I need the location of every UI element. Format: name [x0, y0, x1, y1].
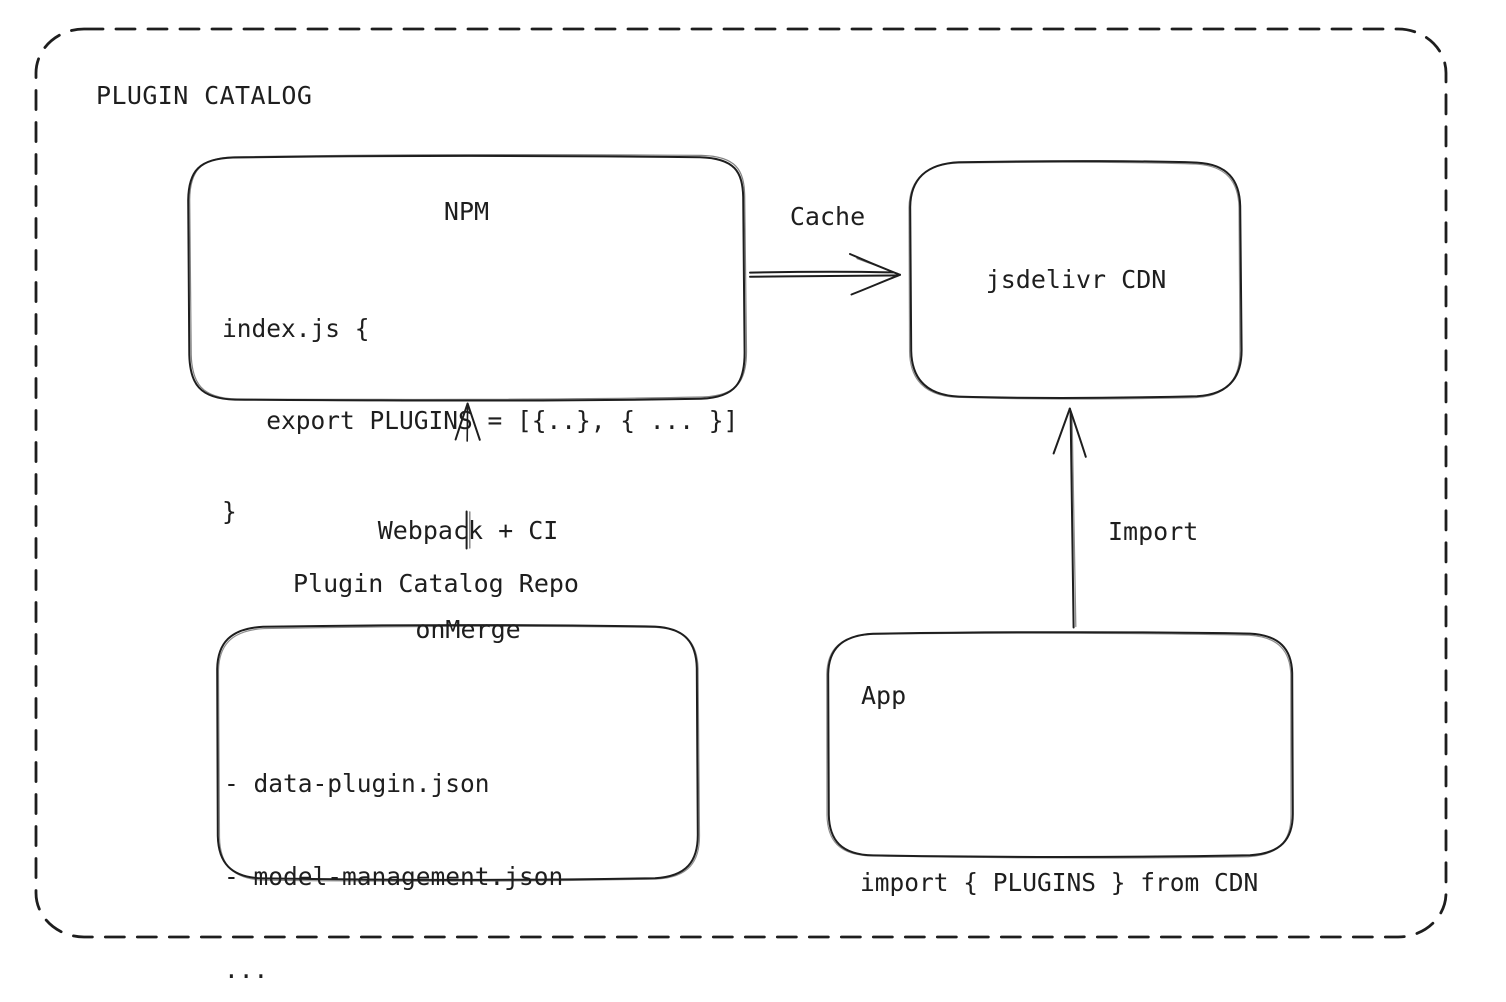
npm-node-title: NPM	[443, 197, 490, 226]
diagram-title: PLUGIN CATALOG	[96, 81, 313, 110]
code-line: index.js {	[222, 314, 370, 343]
npm-code: index.js { export PLUGINS = [{..}, { ...…	[222, 253, 738, 589]
repo-node-outline	[216, 624, 701, 882]
cdn-node-outline	[908, 160, 1243, 400]
cache-arrow-label: Cache	[789, 202, 866, 231]
webpack-arrow-label-line2: onMerge	[415, 615, 521, 644]
import-arrow	[1052, 407, 1087, 629]
npm-node-outline	[187, 154, 748, 402]
cache-arrow	[749, 253, 901, 296]
code-line: import { PLUGINS } from CDN	[860, 868, 1259, 897]
repo-file-list: - data-plugin.json - model-management.js…	[224, 706, 563, 1002]
repo-node-label: Plugin Catalog Repo	[293, 569, 579, 598]
repo-file-item: ...	[224, 955, 269, 984]
webpack-arrow	[454, 402, 481, 550]
webpack-arrow-label: Webpack + CI onMerge	[330, 448, 606, 712]
code-line: export PLUGINS = [{..}, { ... }]	[222, 405, 739, 435]
app-node-outline	[826, 631, 1294, 859]
diagram-boundary	[34, 27, 1448, 939]
repo-file-item: - data-plugin.json	[224, 769, 490, 798]
app-node-title: App	[861, 681, 907, 710]
code-line: }	[222, 497, 237, 526]
webpack-arrow-label-line1: Webpack + CI	[377, 516, 559, 545]
import-arrow-label: Import	[1108, 517, 1199, 546]
cdn-node-label: jsdelivr CDN	[985, 265, 1167, 294]
repo-file-item: - model-management.json	[224, 862, 564, 891]
app-code: import { PLUGINS } from CDN PLUGINS.forE…	[860, 739, 1258, 1002]
